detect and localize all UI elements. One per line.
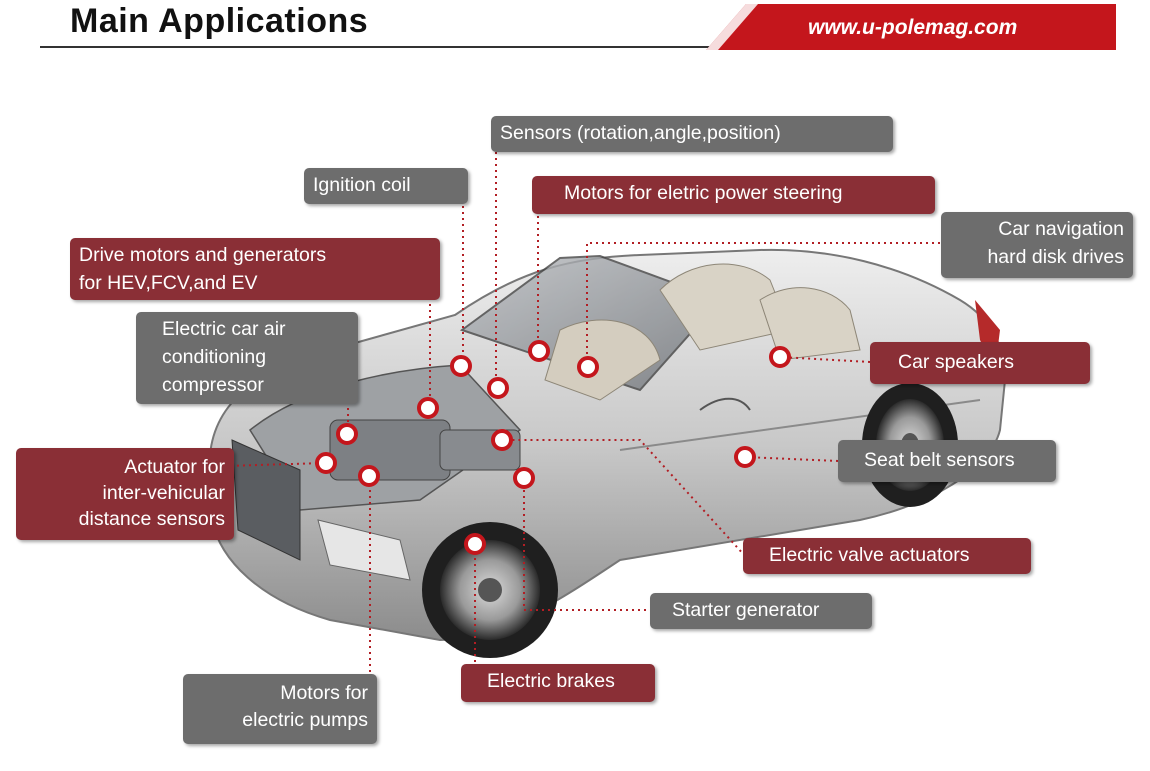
- label-actuator-line2: inter-vehicular: [102, 482, 225, 504]
- label-navigation-line2: hard disk drives: [987, 246, 1124, 268]
- label-pumps: Motors for electric pumps: [183, 674, 377, 744]
- label-navigation: Car navigation hard disk drives: [941, 212, 1133, 278]
- label-brakes: Electric brakes: [461, 664, 655, 702]
- label-steering: Motors for eletric power steering: [532, 176, 935, 214]
- label-actuator: Actuator for inter-vehicular distance se…: [16, 448, 234, 540]
- label-sensors: Sensors (rotation,angle,position): [491, 116, 893, 152]
- label-valve: Electric valve actuators: [743, 538, 1031, 574]
- label-drive-motors-line2: for HEV,FCV,and EV: [79, 272, 258, 294]
- label-ac-line2: conditioning: [162, 346, 267, 368]
- label-actuator-line1: Actuator for: [124, 456, 225, 478]
- page-title: Main Applications: [70, 2, 369, 40]
- label-valve-text: Electric valve actuators: [769, 544, 970, 566]
- label-drive-motors-line1: Drive motors and generators: [79, 244, 327, 266]
- website-url[interactable]: www.u-polemag.com: [808, 16, 1018, 39]
- label-navigation-line1: Car navigation: [998, 218, 1124, 240]
- label-drive-motors: Drive motors and generators for HEV,FCV,…: [70, 238, 440, 300]
- label-starter-text: Starter generator: [672, 599, 820, 621]
- url-banner: [706, 4, 1116, 50]
- label-speakers: Car speakers: [870, 342, 1090, 384]
- label-actuator-line3: distance sensors: [78, 508, 225, 530]
- label-starter: Starter generator: [650, 593, 872, 629]
- label-pumps-line2: electric pumps: [242, 709, 368, 731]
- label-steering-text: Motors for eletric power steering: [564, 182, 843, 204]
- label-brakes-text: Electric brakes: [487, 670, 615, 692]
- label-seatbelt: Seat belt sensors: [838, 440, 1056, 482]
- label-ignition: Ignition coil: [304, 168, 468, 204]
- title-underline: [40, 46, 720, 48]
- label-ac-line1: Electric car air: [162, 318, 286, 340]
- label-ac-line3: compressor: [162, 374, 264, 396]
- label-ac-compressor: Electric car air conditioning compressor: [136, 312, 358, 404]
- label-seatbelt-text: Seat belt sensors: [864, 449, 1015, 471]
- label-speakers-text: Car speakers: [898, 351, 1014, 373]
- label-ignition-text: Ignition coil: [313, 174, 411, 196]
- label-pumps-line1: Motors for: [280, 682, 368, 704]
- label-sensors-text: Sensors (rotation,angle,position): [500, 122, 781, 144]
